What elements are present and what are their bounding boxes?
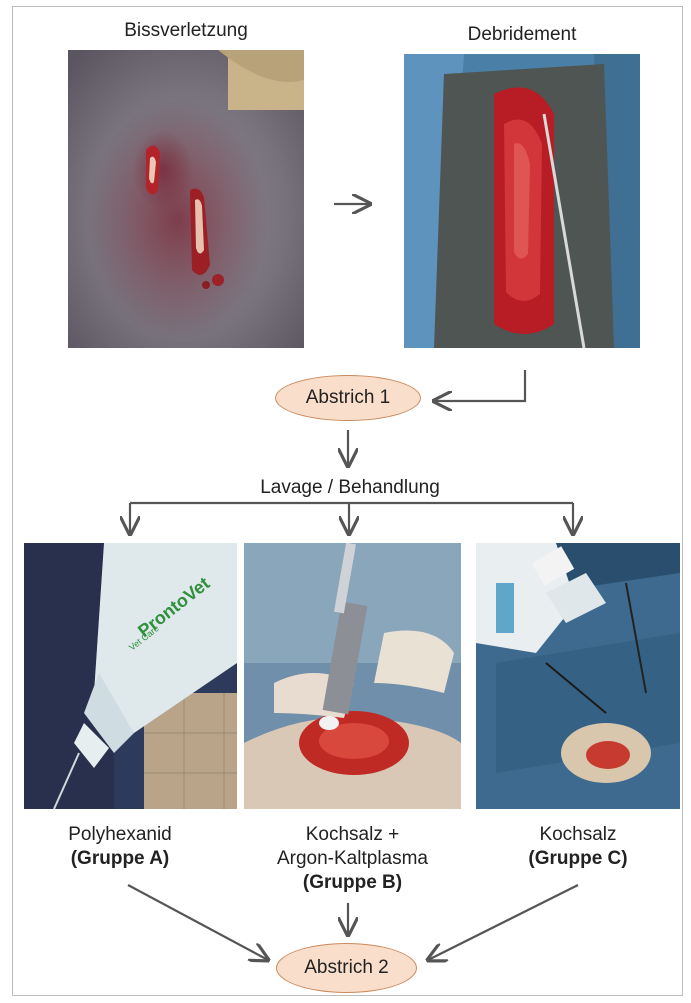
label-bissverletzung: Bissverletzung: [68, 20, 304, 42]
caption-group-b-line2: Argon-Kaltplasma: [244, 847, 461, 871]
caption-group-a: Polyhexanid (Gruppe A): [20, 823, 220, 871]
caption-group-b: Kochsalz + Argon-Kaltplasma (Gruppe B): [244, 823, 461, 895]
caption-group-c: Kochsalz (Gruppe C): [476, 823, 680, 871]
photo-group-c-kochsalz: [476, 543, 680, 809]
caption-group-c-group: (Gruppe C): [476, 847, 680, 871]
photo-group-b-argon-plasma: [244, 543, 461, 809]
caption-group-b-line1: Kochsalz +: [244, 823, 461, 847]
label-debridement: Debridement: [404, 24, 640, 46]
photo-debridement: [404, 54, 640, 348]
oval-abstrich-1: Abstrich 1: [275, 375, 421, 421]
oval-abstrich-2: Abstrich 2: [276, 943, 417, 993]
photo-group-a-polyhexanid: ProntoVet Vet Care: [24, 543, 237, 809]
caption-group-a-line1: Polyhexanid: [20, 823, 220, 847]
caption-group-b-group: (Gruppe B): [244, 871, 461, 895]
label-lavage-behandlung: Lavage / Behandlung: [200, 477, 500, 499]
photo-bite-wound: [68, 50, 304, 348]
caption-group-a-group: (Gruppe A): [20, 847, 220, 871]
caption-group-c-line1: Kochsalz: [476, 823, 680, 847]
